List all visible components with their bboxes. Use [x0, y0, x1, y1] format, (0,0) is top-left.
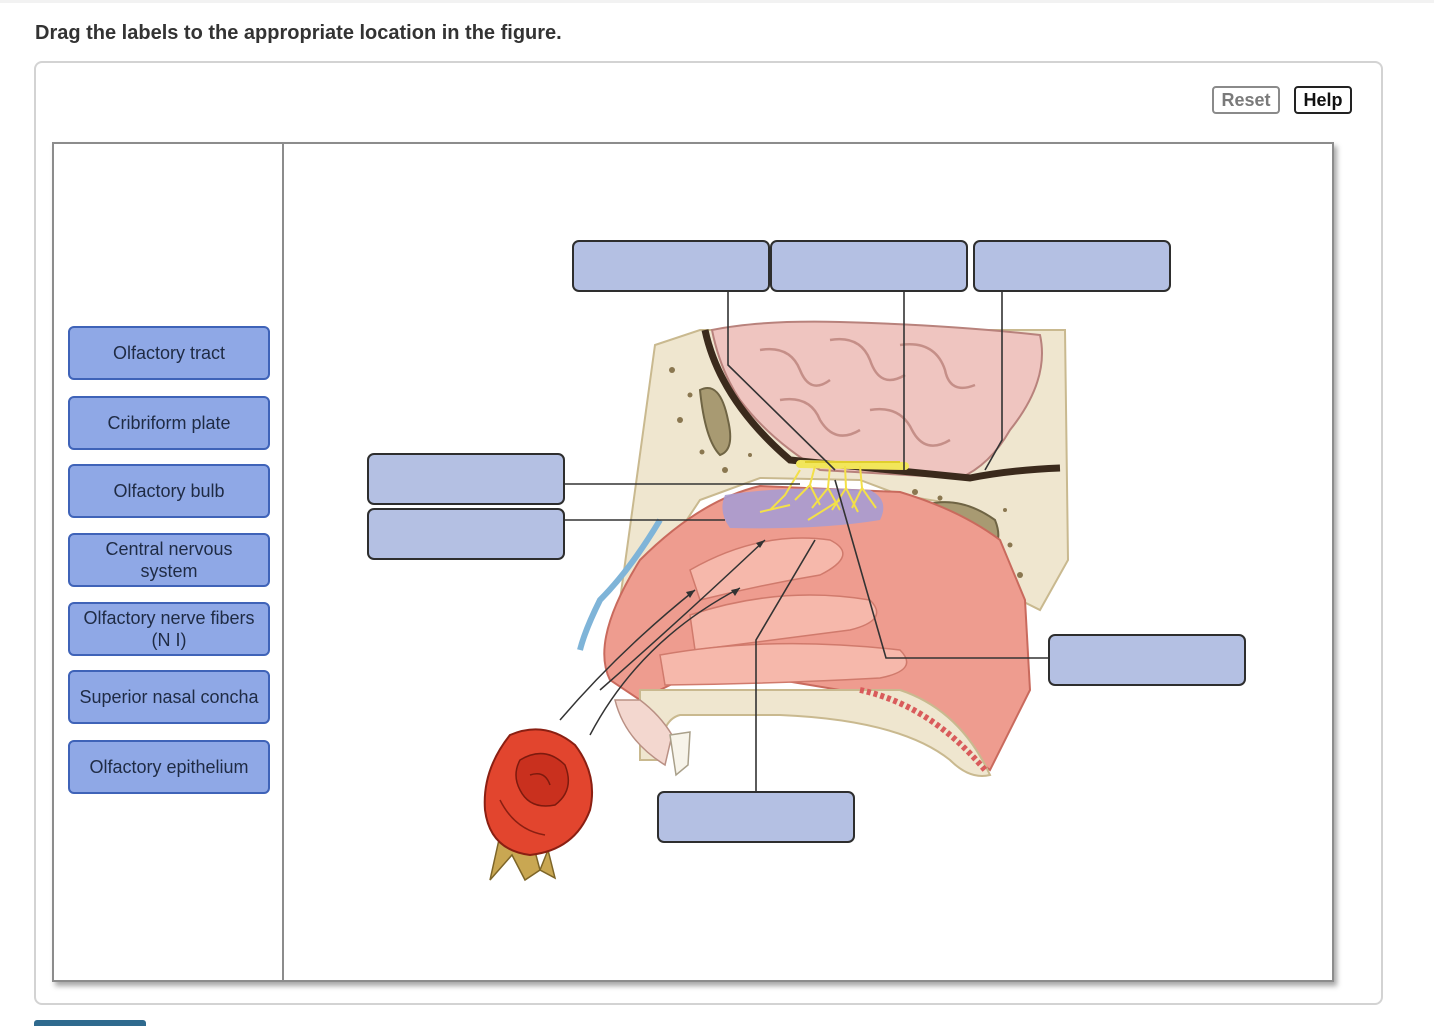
drop-target-top-middle[interactable]: [770, 240, 968, 292]
label-olfactory-bulb[interactable]: Olfactory bulb: [68, 464, 270, 518]
label-olfactory-tract[interactable]: Olfactory tract: [68, 326, 270, 380]
drop-target-bottom[interactable]: [657, 791, 855, 843]
reset-button[interactable]: Reset: [1212, 86, 1280, 114]
drop-target-top-right[interactable]: [973, 240, 1171, 292]
label-cribriform-plate[interactable]: Cribriform plate: [68, 396, 270, 450]
drop-target-top-left[interactable]: [572, 240, 770, 292]
label-central-nervous-system[interactable]: Central nervous system: [68, 533, 270, 587]
label-superior-nasal-concha[interactable]: Superior nasal concha: [68, 670, 270, 724]
drop-target-right[interactable]: [1048, 634, 1246, 686]
drop-target-left-upper[interactable]: [367, 453, 565, 505]
bottom-tab-indicator: [34, 1020, 146, 1026]
label-bank-divider: [282, 144, 284, 980]
drop-target-left-lower[interactable]: [367, 508, 565, 560]
label-olfactory-nerve-fibers[interactable]: Olfactory nerve fibers (N I): [68, 602, 270, 656]
label-olfactory-epithelium[interactable]: Olfactory epithelium: [68, 740, 270, 794]
instruction-text: Drag the labels to the appropriate locat…: [35, 22, 562, 44]
help-button[interactable]: Help: [1294, 86, 1352, 114]
top-divider: [0, 0, 1434, 3]
